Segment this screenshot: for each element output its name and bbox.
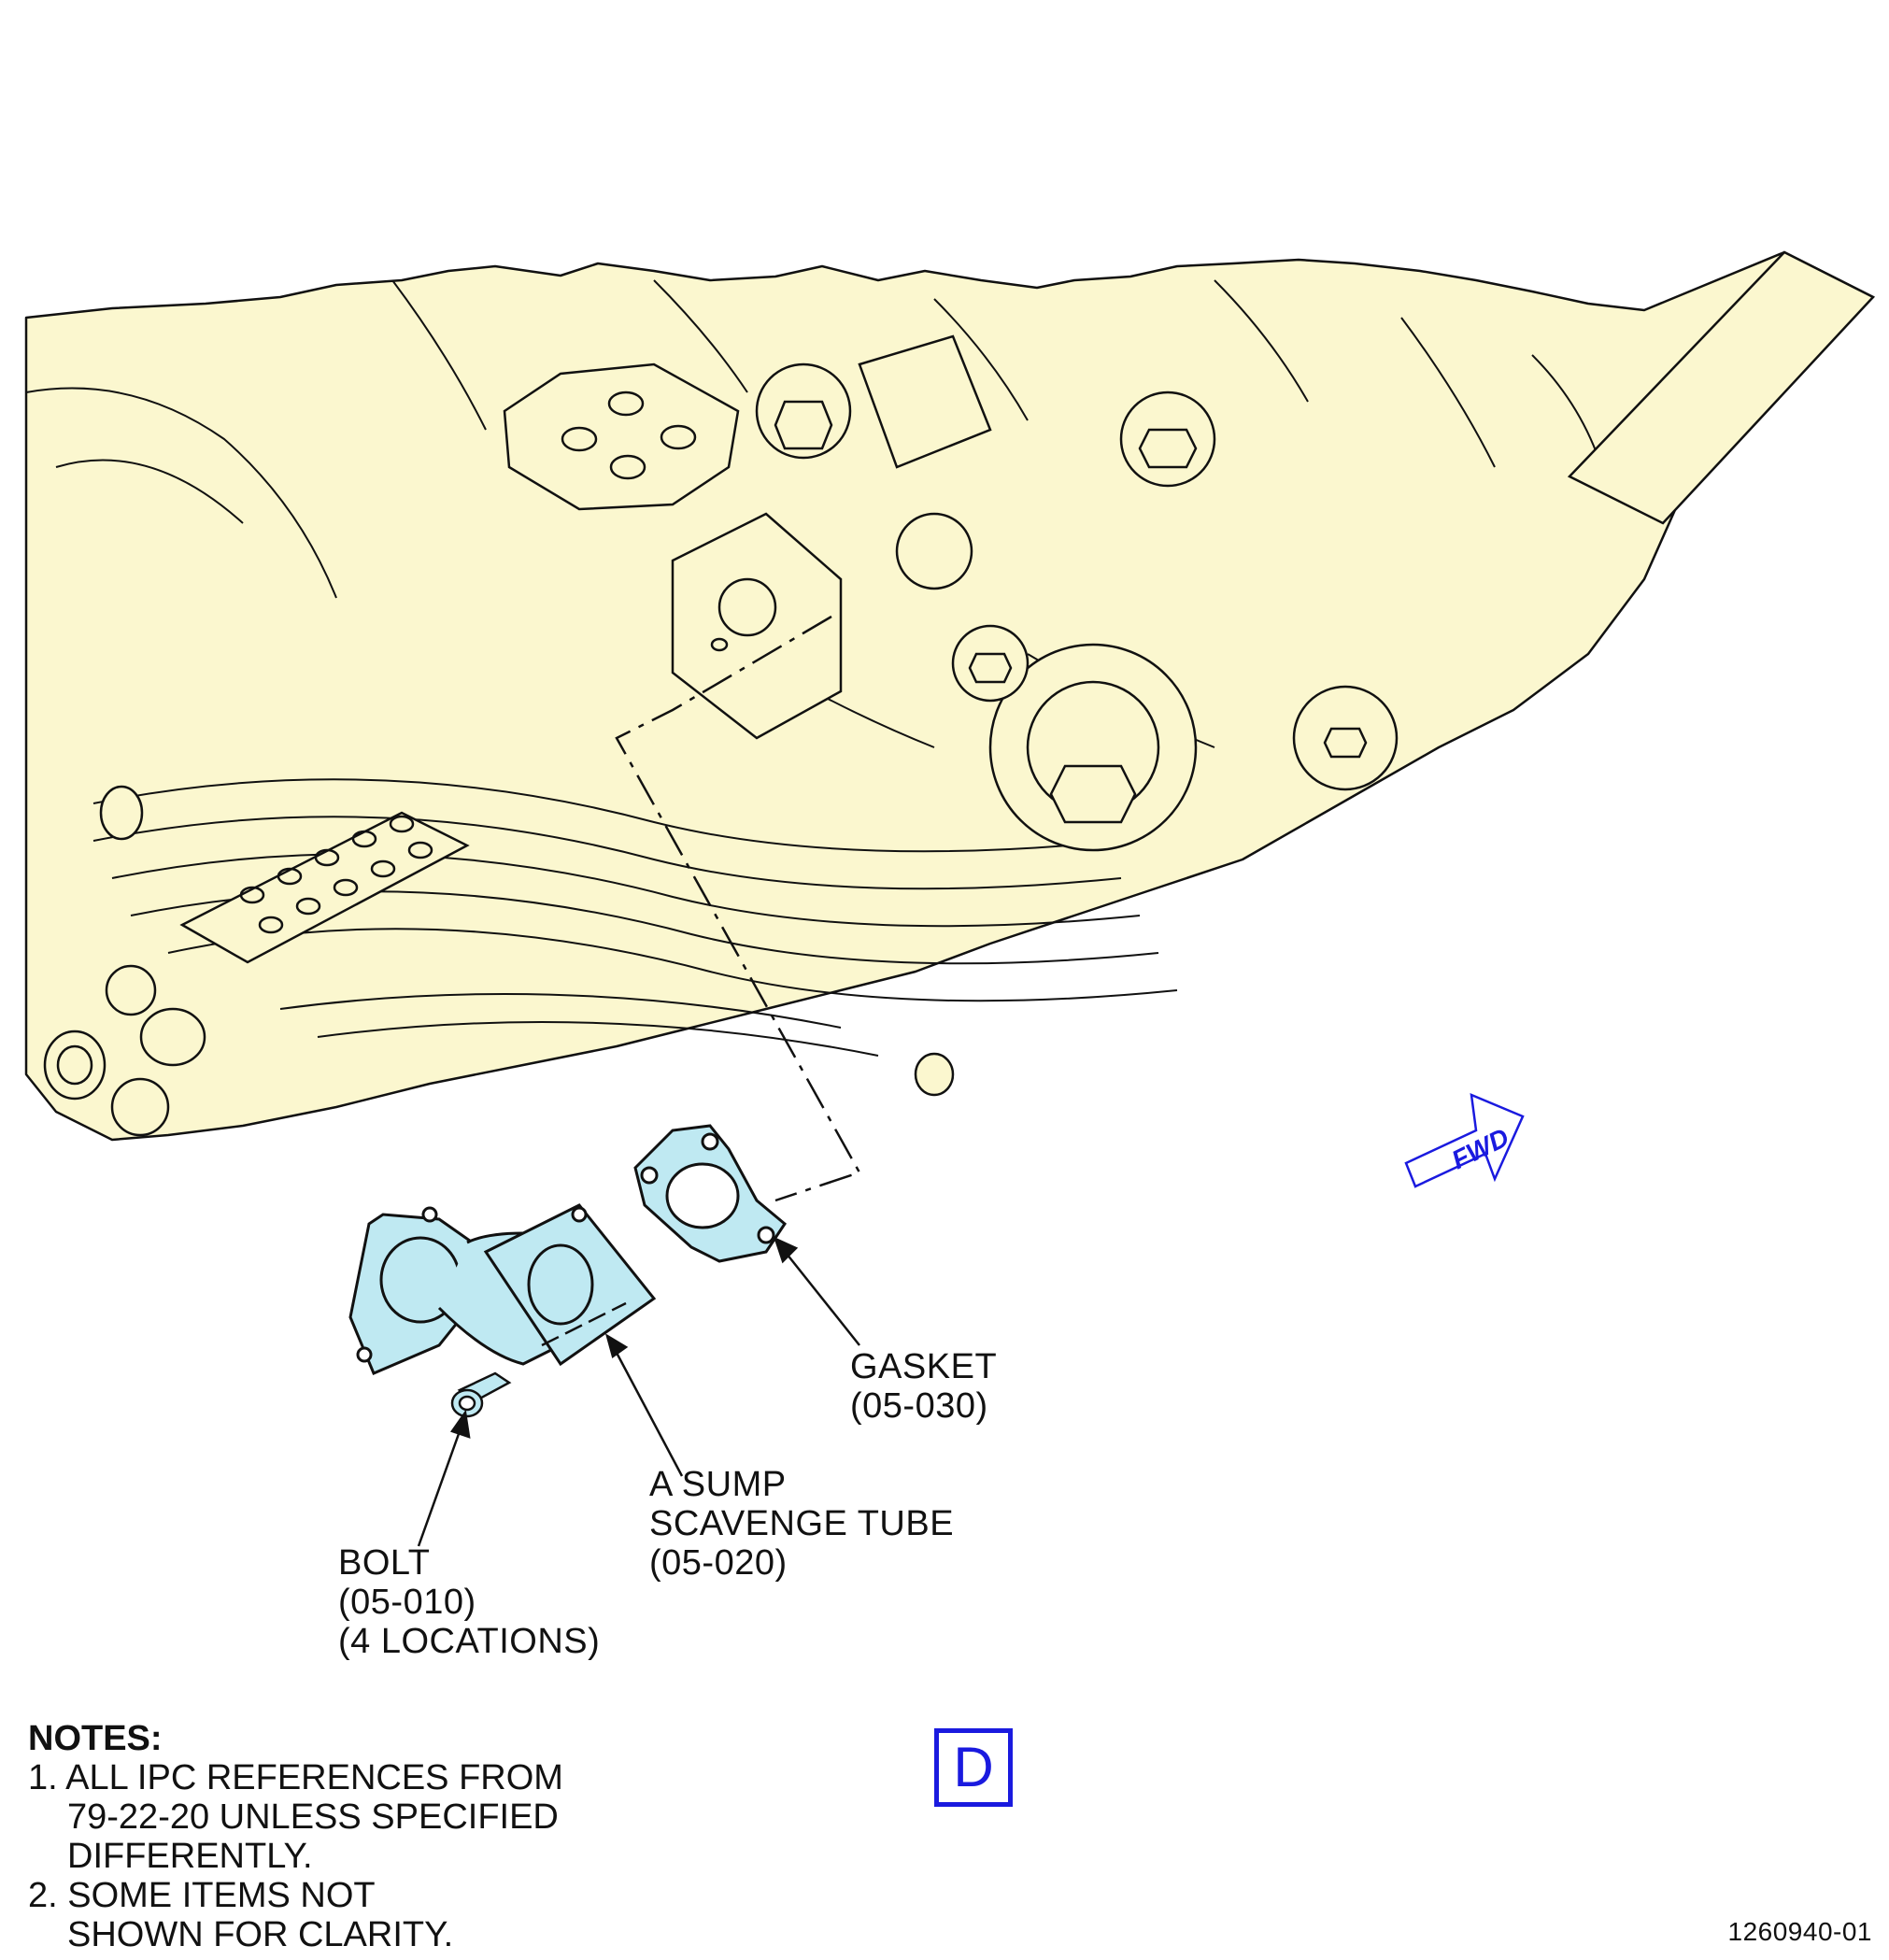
port-flange	[671, 512, 843, 740]
note-2-line-2: SHOWN FOR CLARITY.	[67, 1915, 454, 1954]
bolt-part-number: (05-010)	[338, 1583, 476, 1622]
tube-part-number: (05-020)	[649, 1543, 788, 1583]
note-1-line-1: 1. ALL IPC REFERENCES FROM	[28, 1758, 563, 1797]
gasket-part	[633, 1124, 787, 1263]
bolt-locations: (4 LOCATIONS)	[338, 1622, 601, 1661]
fwd-arrow-icon	[1404, 1093, 1525, 1188]
gasket-part-number: (05-030)	[850, 1386, 988, 1426]
scavenge-tube-part	[348, 1203, 657, 1375]
figure-number: 1260940-01	[1727, 1917, 1872, 1946]
notes-block: NOTES: 1. ALL IPC REFERENCES FROM 79-22-…	[28, 1719, 563, 1954]
gasket-label: GASKET	[850, 1347, 998, 1386]
bolt-label: BOLT	[338, 1543, 431, 1583]
gasket-callout: GASKET (05-030)	[850, 1347, 997, 1426]
notes-heading: NOTES:	[28, 1719, 163, 1758]
engine-body	[24, 250, 1875, 1142]
bolt-part	[450, 1371, 512, 1418]
tube-label-line1: A SUMP	[649, 1465, 787, 1504]
view-label-badge: D	[934, 1728, 1013, 1807]
note-2-line-1: 2. SOME ITEMS NOT	[28, 1876, 376, 1915]
tube-callout: A SUMP SCAVENGE TUBE (05-020)	[649, 1465, 954, 1583]
tube-label-line2: SCAVENGE TUBE	[649, 1504, 955, 1543]
bolt-callout: BOLT (05-010) (4 LOCATIONS)	[338, 1543, 600, 1661]
assembly-path-line	[615, 615, 861, 1202]
note-1-line-2: 79-22-20 UNLESS SPECIFIED	[67, 1797, 559, 1837]
large-boss	[988, 643, 1198, 852]
note-1-line-3: DIFFERENTLY.	[67, 1837, 313, 1876]
top-mounting-plate	[503, 362, 740, 511]
